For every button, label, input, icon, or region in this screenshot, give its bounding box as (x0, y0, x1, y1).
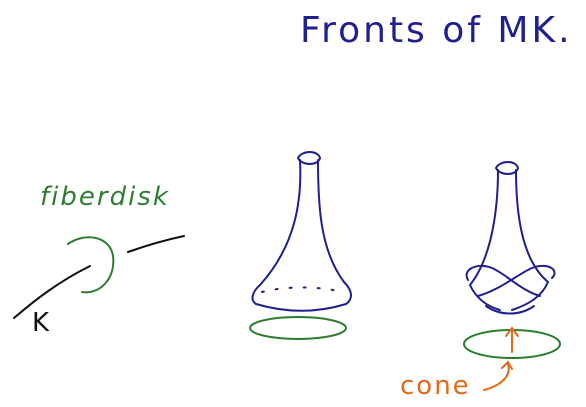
cone-left-side (468, 169, 501, 311)
front-base-curve (255, 303, 347, 312)
page-title: Fronts of MK. (300, 10, 573, 51)
front-right-side (317, 159, 352, 305)
fiberdisk-arc (67, 236, 115, 294)
green-disk-middle (249, 316, 347, 340)
arrow-up-head (505, 326, 519, 337)
front-base-hidden (261, 286, 343, 293)
knot-strand-lower (13, 265, 91, 319)
cone-right-side (511, 169, 550, 311)
front-left-side (251, 159, 302, 305)
arrow-squiggle-from-label (483, 363, 510, 391)
front-top-rim (297, 151, 322, 165)
cone-loop-right (477, 264, 556, 297)
front-surface-middle (251, 151, 352, 312)
knot-label: K (32, 308, 52, 338)
arrow-squiggle-head (501, 360, 513, 370)
cone-arrows (483, 326, 519, 391)
front-surface-right (465, 161, 556, 315)
knot-k-strands (13, 235, 185, 319)
fiberdisk-label: fiberdisk (40, 182, 170, 212)
cone-top-rim (495, 161, 520, 175)
cone-base-curve (485, 305, 535, 315)
knot-strand-upper (127, 235, 185, 253)
cone-label: cone (400, 371, 471, 401)
cone-loop-left (465, 264, 541, 297)
